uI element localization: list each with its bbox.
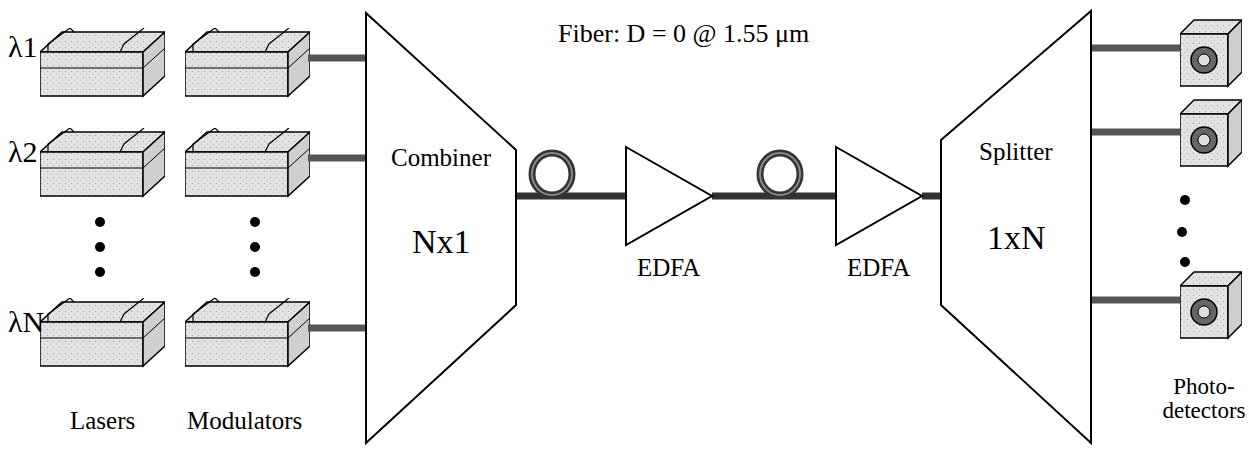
wavelength-label: λ2 [8, 135, 38, 168]
fiber-note: Fiber: D = 0 @ 1.55 μm [558, 20, 809, 49]
coupler-label: Combiner [391, 144, 491, 172]
modulator [185, 128, 310, 196]
laser [40, 298, 165, 366]
amplifier-label: EDFA [847, 254, 910, 282]
coupler-trapezoid: CombinerNx1 [365, 12, 517, 444]
part-label: Modulators [187, 407, 302, 435]
photodetector [1180, 100, 1242, 166]
amplifier-label: EDFA [637, 254, 700, 282]
photodetector [1180, 20, 1242, 86]
wavelength-label: λN [8, 305, 44, 338]
modulator [185, 28, 310, 96]
fiber-link [922, 193, 941, 200]
coupler-label: 1xN [987, 219, 1046, 256]
modulator [185, 298, 310, 366]
amplifier-triangle: EDFA [625, 146, 713, 286]
part-label: Photo-detectors [1160, 375, 1248, 423]
fiber-link [516, 193, 626, 200]
photodetector [1180, 272, 1242, 338]
amplifier-triangle: EDFA [835, 146, 923, 286]
wavelength-label: λ1 [8, 30, 38, 63]
coupler-label: Nx1 [412, 223, 471, 260]
coupler-trapezoid: Splitter 1xN [940, 10, 1092, 444]
part-label: Lasers [70, 407, 135, 435]
laser [40, 128, 165, 196]
laser [40, 28, 165, 96]
coupler-label: Splitter [979, 138, 1053, 166]
